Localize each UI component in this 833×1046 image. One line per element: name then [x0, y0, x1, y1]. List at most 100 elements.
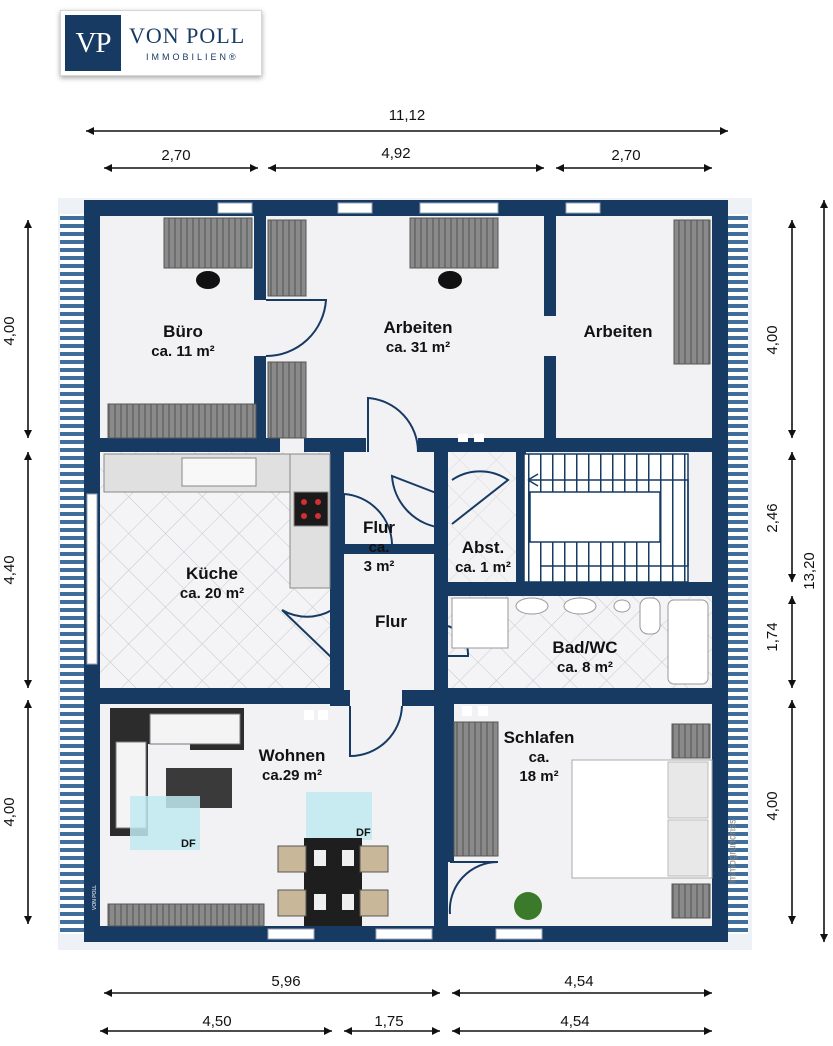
- dimension-arrowhead: [452, 1027, 460, 1035]
- room-name: Schlafen: [503, 728, 575, 747]
- dim-bottom-e: 4,54: [560, 1013, 590, 1030]
- dim-left-3: 4,00: [1, 797, 18, 827]
- room-bad: Bad/WC ca. 8 m²: [552, 638, 617, 677]
- dimension-arrowhead: [556, 164, 564, 172]
- dimension-arrowhead: [704, 164, 712, 172]
- dimension-arrowhead: [788, 916, 796, 924]
- dimension-arrowhead: [24, 680, 32, 688]
- room-flur-small: Flur ca. 3 m²: [363, 518, 395, 576]
- dimension-arrowhead: [104, 164, 112, 172]
- dimension-arrowhead: [820, 200, 828, 208]
- door-swings: [265, 299, 510, 915]
- dim-left-2: 4,40: [1, 555, 18, 585]
- mini-logo: VON POLL: [86, 862, 98, 918]
- room-name: Flur: [374, 612, 408, 631]
- room-name: Flur: [362, 518, 396, 537]
- von-poll-logo: VP VON POLL IMMOBILIEN®: [60, 10, 262, 76]
- dimension-arrowhead: [86, 127, 94, 135]
- logo-name: VON POLL: [129, 23, 246, 48]
- room-name: Arbeiten: [583, 322, 653, 341]
- dimension-arrowhead: [24, 916, 32, 924]
- bed: [571, 759, 713, 879]
- room-name: Abst.: [461, 538, 505, 557]
- dimension-arrowhead: [536, 164, 544, 172]
- dimension-arrowhead: [788, 574, 796, 582]
- dimension-arrowhead: [704, 989, 712, 997]
- dimension-arrowhead: [788, 596, 796, 604]
- room-name: Arbeiten: [383, 318, 453, 337]
- room-name: Wohnen: [258, 746, 326, 765]
- dimension-arrowhead: [704, 1027, 712, 1035]
- dimension-arrowhead: [788, 700, 796, 708]
- skylight-2: [306, 792, 372, 840]
- vents: [304, 434, 488, 720]
- dim-right-1: 4,00: [764, 325, 781, 355]
- dimension-arrowhead: [788, 220, 796, 228]
- room-abst: Abst. ca. 1 m²: [455, 538, 511, 577]
- dim-right-3: 1,74: [764, 622, 781, 652]
- room-name: Küche: [186, 564, 238, 583]
- room-arbeiten-2: Arbeiten: [584, 322, 653, 342]
- room-area-line: ca.: [368, 539, 390, 556]
- skylight-1: [130, 796, 200, 850]
- dimension-arrowhead: [24, 452, 32, 460]
- dimension-arrowhead: [432, 1027, 440, 1035]
- dimension-lines: [27, 130, 825, 1032]
- dim-bottom-b: 4,54: [564, 973, 594, 990]
- dining-chairs: [277, 845, 389, 917]
- dim-bottom-c: 4,50: [202, 1013, 232, 1030]
- interior-walls: [100, 216, 712, 926]
- dim-top-total: 11,12: [388, 107, 426, 124]
- dimension-arrowhead: [104, 989, 112, 997]
- skylight-label-2: DF: [356, 827, 371, 839]
- room-kueche: Küche ca. 20 m²: [180, 564, 244, 603]
- plant: [514, 892, 542, 920]
- dimension-arrowhead: [432, 989, 440, 997]
- dim-right-2: 2,46: [764, 503, 781, 533]
- dimension-arrowhead: [100, 1027, 108, 1035]
- kitchen-counter: [103, 453, 331, 589]
- roof-slope-left: [60, 214, 88, 934]
- dim-right-total: 13,20: [801, 552, 818, 590]
- room-area: ca.29 m²: [261, 767, 323, 784]
- dim-top-c: 2,70: [611, 147, 641, 164]
- staircase: [523, 453, 689, 583]
- dim-top-a: 2,70: [161, 147, 191, 164]
- room-area: ca. 8 m²: [557, 659, 613, 676]
- dimension-arrowhead: [324, 1027, 332, 1035]
- windows: [86, 202, 601, 940]
- room-name: Bad/WC: [552, 638, 618, 657]
- dimension-arrowhead: [788, 680, 796, 688]
- dim-top-b: 4,92: [381, 145, 411, 162]
- room-area: ca. 31 m²: [385, 339, 451, 356]
- room-arbeiten-1: Arbeiten ca. 31 m²: [384, 318, 453, 357]
- room-area: ca. 20 m²: [179, 585, 245, 602]
- room-area: ca. 11 m²: [151, 343, 215, 360]
- dimension-arrowhead: [788, 430, 796, 438]
- dim-right-4: 4,00: [764, 791, 781, 821]
- dimension-arrowhead: [344, 1027, 352, 1035]
- watermark: Immogrundriss: [727, 818, 739, 886]
- dimension-arrowhead: [24, 430, 32, 438]
- dimension-arrowhead: [268, 164, 276, 172]
- dim-left-1: 4,00: [1, 316, 18, 346]
- room-area-line: ca.: [528, 749, 550, 766]
- bath-fixtures: [451, 597, 709, 685]
- mini-logo-text: VON POLL: [92, 884, 98, 910]
- room-schlafen: Schlafen ca. 18 m²: [504, 728, 575, 786]
- room-buero: Büro ca. 11 m²: [151, 322, 214, 361]
- room-name: Büro: [163, 322, 203, 341]
- dimension-arrowhead: [820, 934, 828, 942]
- room-area-line: 18 m²: [519, 768, 559, 785]
- logo-subtitle: IMMOBILIEN®: [146, 52, 239, 62]
- room-area: ca. 1 m²: [455, 559, 511, 576]
- dimension-arrowhead: [24, 700, 32, 708]
- room-flur: Flur: [375, 612, 407, 632]
- dim-bottom-a: 5,96: [271, 973, 301, 990]
- dimension-arrowhead: [24, 220, 32, 228]
- office-chairs: [196, 271, 462, 289]
- dimension-arrowhead: [720, 127, 728, 135]
- skylight-label-1: DF: [181, 838, 196, 850]
- dimension-arrowhead: [250, 164, 258, 172]
